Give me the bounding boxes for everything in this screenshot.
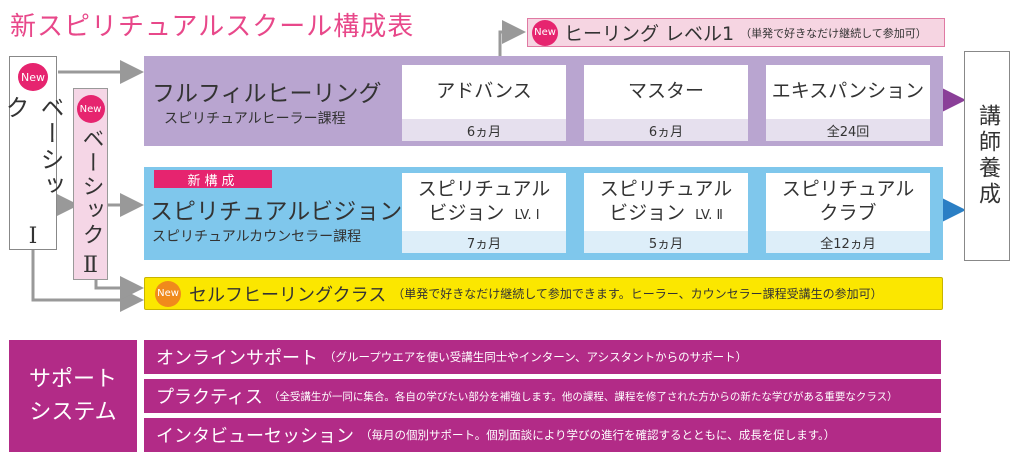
support-title-line1: サポート: [28, 367, 117, 392]
stage-name: スピリチュアル ビジョン LV. Ⅱ: [584, 173, 748, 231]
stage-line2-wrap: ビジョン LV. Ⅰ: [428, 202, 539, 226]
stage-line2: クラブ: [819, 202, 877, 224]
healing-level1-note: （単発で好きなだけ継続して参加可）: [740, 26, 927, 40]
new-badge: New: [76, 95, 105, 123]
vision-stage: スピリチュアル ビジョン LV. Ⅰ 7ヵ月: [402, 173, 566, 253]
support-item: プラクティス （全受講生が一同に集合。各自の学びたい部分を補強します。他の課程、…: [144, 379, 941, 413]
support-item-note: （毎月の個別サポート。個別面談により学びの進行を確認するとともに、成長を促します…: [360, 428, 836, 442]
basic-2-numeral: Ⅱ: [83, 253, 98, 278]
new-badge: New: [18, 63, 48, 92]
support-item: オンラインサポート （グループウエアを使い受講生同士やインターン、アシスタントか…: [144, 340, 941, 374]
support-title-line2: システム: [29, 400, 117, 425]
support-item: インタビューセッション （毎月の個別サポート。個別面談により学びの進行を確認する…: [144, 418, 941, 452]
self-healing-note: （単発で好きなだけ継続して参加できます。ヒーラー、カウンセラー課程受講生の参加可…: [392, 287, 883, 301]
stage-name: エキスパンション: [771, 80, 925, 103]
vision-title: スピリチュアルビジョン: [150, 199, 403, 225]
healing-heading: フルフィルヒーリング スピリチュアルヒーラー課程: [152, 74, 382, 128]
stage-duration: 6ヵ月: [402, 119, 566, 141]
basic-1-numeral: Ⅰ: [28, 224, 38, 249]
stage-duration: 5ヵ月: [584, 231, 748, 253]
vision-heading: スピリチュアルビジョン スピリチュアルカウンセラー課程: [150, 192, 402, 246]
stage-duration: 7ヵ月: [402, 231, 566, 253]
healing-level1-box: New ヒーリング レベル1 （単発で好きなだけ継続して参加可）: [527, 18, 945, 47]
stage-line1: スピリチュアル: [417, 178, 551, 201]
healing-title: フルフィルヒーリング: [152, 81, 382, 107]
new-structure-tag: 新構成: [154, 170, 272, 189]
basic-1-label: ベーシック: [1, 95, 64, 200]
stage-duration: 全24回: [766, 119, 930, 141]
new-badge: New: [155, 280, 181, 307]
healing-level1-label: ヒーリング レベル1: [564, 23, 735, 45]
healing-stage: アドバンス 6ヵ月: [402, 65, 566, 141]
stage-name: マスター: [627, 80, 704, 103]
vision-subtitle: スピリチュアルカウンセラー課程: [152, 229, 362, 245]
self-healing-class: New セルフヒーリングクラス （単発で好きなだけ継続して参加できます。ヒーラー…: [144, 277, 943, 310]
healing-subtitle: スピリチュアルヒーラー課程: [164, 111, 346, 127]
stage-line2-wrap: ビジョン LV. Ⅱ: [609, 202, 723, 226]
stage-duration: 全12ヵ月: [766, 231, 930, 253]
stage-name: アドバンス: [436, 80, 532, 103]
basic-1-box: New ベーシック Ⅰ: [1, 56, 64, 250]
support-item-note: （全受講生が一同に集合。各自の学びたい部分を補強します。他の課程、課程を修了され…: [268, 390, 898, 403]
vision-stage: スピリチュアル クラブ 全12ヵ月: [766, 173, 930, 253]
instructor-training-box: 講師養成: [964, 51, 1010, 261]
stage-level: LV. Ⅱ: [695, 208, 723, 223]
self-healing-label: セルフヒーリングクラス: [189, 284, 387, 306]
vision-stage: スピリチュアル ビジョン LV. Ⅱ 5ヵ月: [584, 173, 748, 253]
stage-line1: スピリチュアル: [781, 178, 915, 201]
basic-2-box: New ベーシック Ⅱ: [73, 88, 108, 280]
support-item-label: インタビューセッション: [156, 426, 354, 447]
stage-duration: 6ヵ月: [584, 119, 748, 141]
support-item-note: （グループウエアを使い受講生同士やインターン、アシスタントからのサポート）: [324, 350, 748, 364]
support-item-label: オンラインサポート: [156, 348, 318, 369]
healing-stage: マスター 6ヵ月: [584, 65, 748, 141]
new-badge: New: [532, 19, 558, 46]
stage-level: LV. Ⅰ: [514, 208, 540, 223]
stage-line1: スピリチュアル: [599, 178, 733, 201]
stage-line2: ビジョン: [609, 202, 686, 224]
stage-name: スピリチュアル ビジョン LV. Ⅰ: [402, 173, 566, 231]
healing-stage: エキスパンション 全24回: [766, 65, 930, 141]
support-system-heading: サポート システム: [9, 340, 137, 452]
support-item-label: プラクティス: [156, 387, 263, 408]
stage-line2: ビジョン: [428, 202, 505, 224]
stage-name: スピリチュアル クラブ: [766, 173, 930, 231]
basic-2-label: ベーシック: [78, 127, 104, 247]
instructor-training-label: 講師養成: [975, 104, 1000, 208]
page-title: 新スピリチュアルスクール構成表: [10, 12, 415, 42]
